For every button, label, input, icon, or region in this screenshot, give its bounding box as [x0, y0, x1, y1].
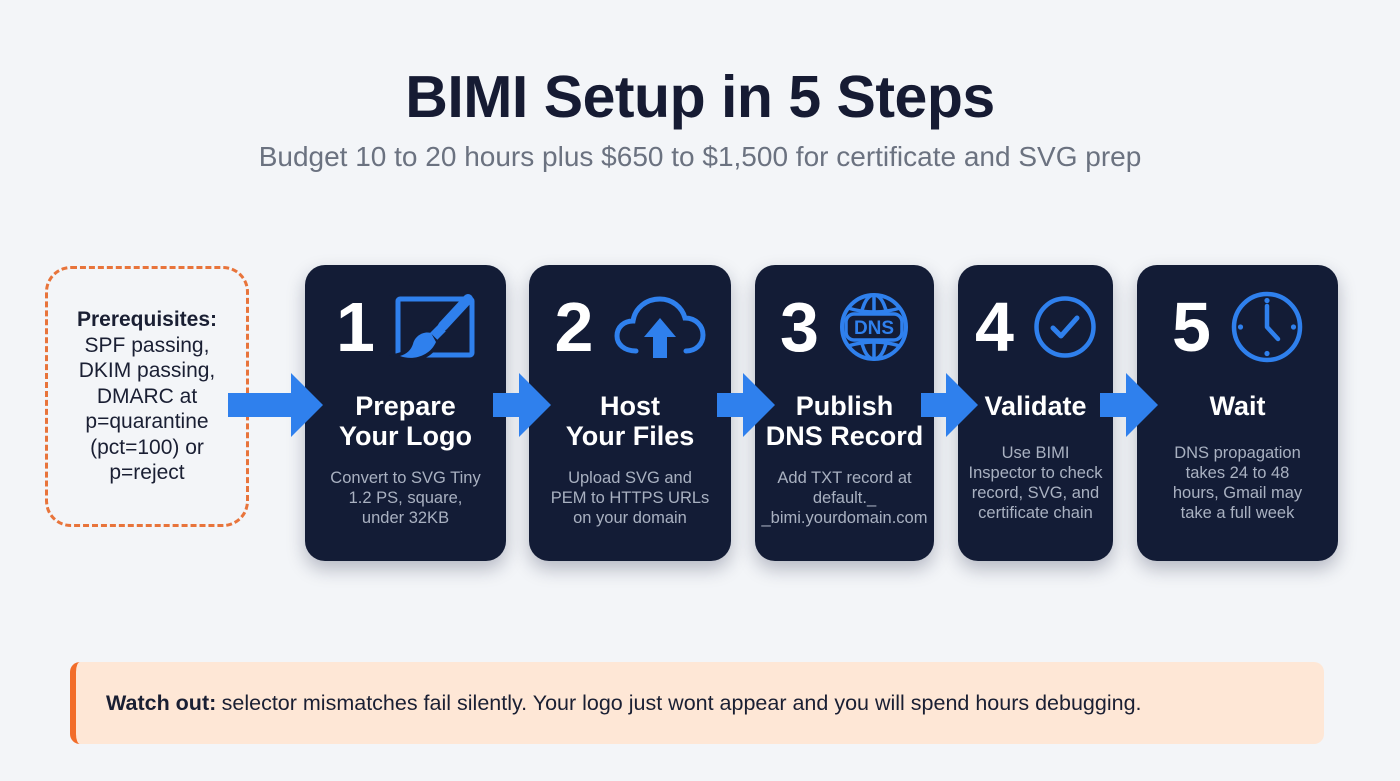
step-title: Validate [952, 391, 1119, 421]
step-title-line: Validate [984, 391, 1087, 421]
step-description: Upload SVG and PEM to HTTPS URLs on your… [523, 468, 737, 528]
dns-icon-label: DNS [854, 318, 894, 339]
check-circle-icon [1034, 296, 1096, 358]
step-title: Wait [1131, 391, 1344, 421]
step-description-line: takes 24 to 48 [1185, 464, 1290, 482]
step-title-line: Your Logo [339, 421, 472, 451]
step-description: Add TXT record at default._ _bimi.yourdo… [749, 468, 940, 528]
step-title-line: Prepare [355, 391, 456, 421]
arrow-right-icon [493, 373, 551, 437]
step-header: 5 [1137, 289, 1338, 365]
step-description-line: Add TXT record at [777, 469, 912, 487]
step-header: 2 [529, 289, 731, 365]
step-description: Convert to SVG Tiny 1.2 PS, square, unde… [299, 468, 512, 528]
step-card-2: 2 Host Your Files Upload SVG and PEM to … [529, 265, 731, 561]
step-header: 4 [958, 289, 1113, 365]
step-description: DNS propagation takes 24 to 48 hours, Gm… [1131, 443, 1344, 523]
step-title-line: Host [600, 391, 660, 421]
prerequisites-box: Prerequisites: SPF passing, DKIM passing… [45, 266, 249, 527]
clock-icon [1231, 291, 1303, 363]
arrow-right-icon [921, 373, 978, 437]
step-card-3: 3 DNS Publish DNS Record Add TXT record … [755, 265, 934, 561]
step-header: 1 [305, 289, 506, 365]
cloud-upload-icon [613, 296, 706, 358]
step-description-line: default._ [812, 489, 877, 507]
callout-label: Watch out: [106, 691, 217, 715]
prerequisite-line: DMARC at [96, 384, 198, 408]
step-description-line: PEM to HTTPS URLs [550, 489, 710, 507]
step-description-line: on your domain [573, 509, 687, 527]
step-card-1: 1 Prepare Your Logo Convert to SVG Tiny … [305, 265, 506, 561]
step-number: 4 [975, 288, 1014, 366]
callout-text: selector mismatches fail silently. Your … [221, 691, 1142, 715]
step-description-line: DNS propagation [1174, 444, 1301, 462]
page-title: BIMI Setup in 5 Steps [405, 64, 995, 130]
step-card-5: 5 Wait DNS propagation takes 24 to 48 ho… [1137, 265, 1338, 561]
warning-callout: Watch out:selector mismatches fail silen… [70, 662, 1324, 744]
prerequisite-line: SPF passing, [84, 333, 210, 357]
prerequisite-line: p=quarantine [85, 410, 209, 434]
step-description-line: Use BIMI [1001, 444, 1070, 462]
prerequisite-line: p=reject [109, 461, 185, 485]
step-title-line: Wait [1209, 391, 1266, 421]
prerequisites-label: Prerequisites: [76, 308, 218, 332]
step-number: 2 [554, 288, 594, 366]
step-description-line: record, SVG, and [971, 484, 1100, 502]
step-number: 3 [780, 288, 819, 366]
step-number: 5 [1172, 288, 1211, 366]
step-description-line: Inspector to check [968, 464, 1103, 482]
step-description-line: Convert to SVG Tiny [330, 469, 481, 487]
step-description: Use BIMI Inspector to check record, SVG,… [952, 443, 1119, 523]
step-number: 1 [336, 288, 375, 366]
step-description-line: Upload SVG and [568, 469, 692, 487]
page-subtitle: Budget 10 to 20 hours plus $650 to $1,50… [258, 141, 1142, 172]
step-description-line: certificate chain [978, 504, 1093, 522]
arrow-right-icon [717, 373, 775, 437]
arrow-right-icon [228, 373, 323, 437]
dns-globe-icon: DNS [840, 293, 908, 361]
paintbrush-icon [388, 294, 475, 362]
step-description-line: under 32KB [361, 509, 450, 527]
step-title-line: Your Files [565, 421, 695, 451]
step-description-line: hours, Gmail may [1172, 484, 1303, 502]
prerequisite-line: DKIM passing, [78, 359, 216, 383]
step-description-line: take a full week [1180, 504, 1295, 522]
prerequisite-line: (pct=100) or [90, 435, 204, 459]
step-header: 3 DNS [755, 289, 934, 365]
arrow-right-icon [1100, 373, 1158, 437]
step-title: Prepare Your Logo [299, 391, 512, 451]
step-title: Host Your Files [523, 391, 737, 451]
step-description-line: _bimi.yourdomain.com [761, 509, 928, 527]
step-title-line: DNS Record [765, 421, 924, 451]
step-description-line: 1.2 PS, square, [348, 489, 463, 507]
step-title-line: Publish [795, 391, 894, 421]
step-card-4: 4 Validate Use BIMI Inspector to check r… [958, 265, 1113, 561]
step-title: Publish DNS Record [749, 391, 940, 451]
